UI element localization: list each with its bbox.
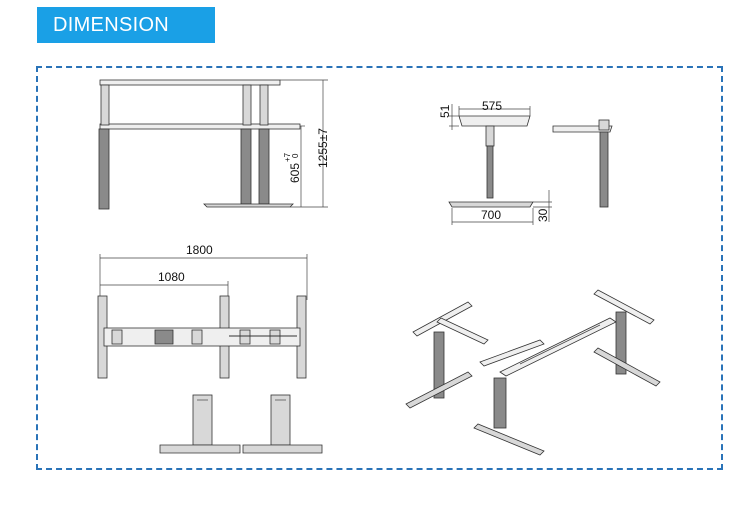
dim-foot-length: 700 <box>481 208 501 222</box>
dim-min-height: 605 <box>288 163 302 183</box>
front-foot <box>203 203 294 208</box>
iso-left-foot <box>405 371 473 409</box>
front-mid-lower-column-2 <box>258 128 270 205</box>
dim-top-thickness: 51 <box>438 104 452 118</box>
feet-view <box>159 394 323 454</box>
foot-base-left <box>159 444 241 454</box>
side-foot <box>448 201 534 208</box>
top-beam-bracket-4 <box>269 329 281 345</box>
side-lower-column <box>486 145 494 199</box>
iso-center-foot <box>473 423 545 456</box>
foot-column-left <box>192 394 213 446</box>
foot-column-right <box>270 394 291 446</box>
side-view: 575 51 700 30 <box>438 99 613 225</box>
front-left-upper-column <box>100 84 110 126</box>
iso-right-top-arm <box>593 289 655 325</box>
side-upper-column <box>485 125 495 147</box>
front-left-lower-column <box>98 128 110 210</box>
iso-long-beam <box>499 317 617 377</box>
top-beam-joint <box>154 329 174 345</box>
iso-left-cross-arm <box>436 317 489 345</box>
dim-max-height: 1255±7 <box>316 128 330 168</box>
top-beam-bracket-2 <box>191 329 203 345</box>
dim-min-height-tol-upper: +7 <box>283 152 292 162</box>
foot-base-right <box>242 444 323 454</box>
side-column-2 <box>599 131 609 208</box>
iso-right-column <box>615 311 627 375</box>
front-mid-upper-column-2 <box>259 84 269 126</box>
section-title-banner: DIMENSION <box>37 7 215 43</box>
top-beam-bracket-3 <box>239 329 251 345</box>
side-desktop-profile-2 <box>552 125 613 133</box>
front-mid-upper-column <box>242 84 252 126</box>
isometric-view <box>405 289 661 456</box>
dim-foot-height: 30 <box>536 208 550 222</box>
iso-center-column <box>493 377 507 429</box>
front-mid-lower-column <box>240 128 252 205</box>
dim-min-height-tol-lower: 0 <box>291 153 300 158</box>
iso-right-foot <box>593 347 661 387</box>
top-beam-bracket-1 <box>111 329 123 345</box>
dim-top-width: 575 <box>482 99 502 113</box>
dim-total-length: 1800 <box>186 243 213 257</box>
side-bracket <box>598 119 610 131</box>
drawing-frame <box>36 66 723 470</box>
iso-center-top-arm <box>479 339 545 367</box>
dim-partial-length: 1080 <box>158 270 185 284</box>
section-title: DIMENSION <box>53 14 170 36</box>
side-desktop-profile <box>458 115 531 127</box>
front-top-rail-low <box>99 123 301 130</box>
top-view: 1800 1080 <box>97 243 308 379</box>
iso-left-column <box>433 331 445 399</box>
front-top-rail-high <box>99 79 281 86</box>
front-view: 1255±7 605 +7 0 <box>98 79 330 210</box>
